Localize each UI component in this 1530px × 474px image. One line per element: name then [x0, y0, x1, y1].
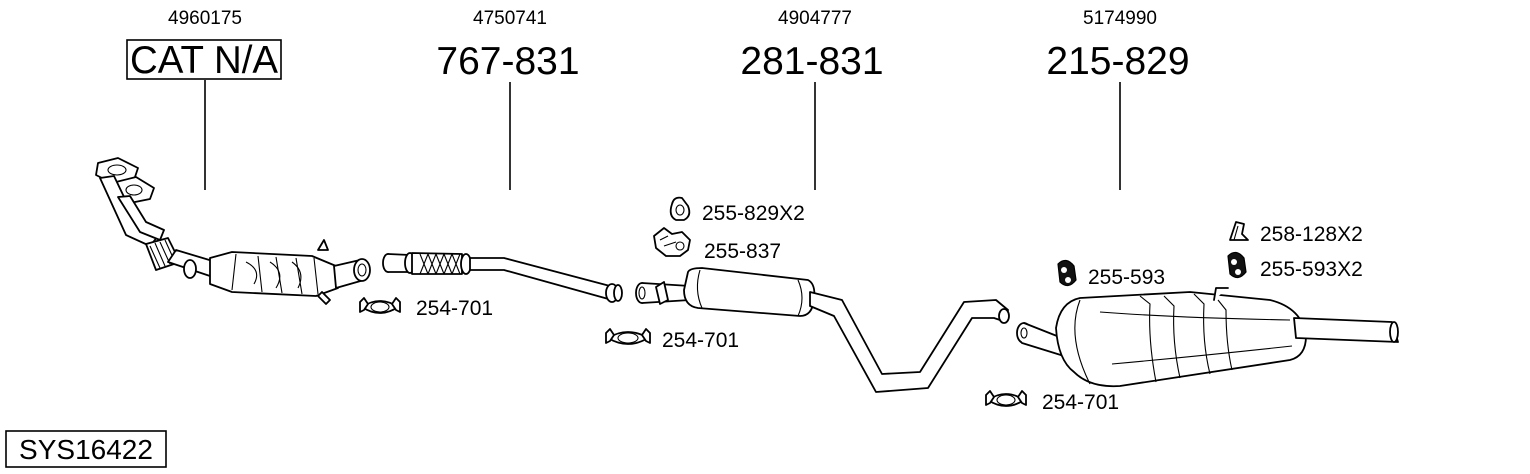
front-pipe-drawing: [382, 252, 623, 303]
center-silencer-drawing: [635, 267, 1010, 393]
accessory-label: 258-128X2: [1260, 223, 1363, 246]
section-catalytic-converter[interactable]: 4960175 CAT N/A: [126, 8, 282, 190]
rubber-hanger-icon: [669, 196, 691, 221]
part-number: CAT N/A: [130, 39, 278, 82]
accessory-label: 255-593: [1088, 266, 1165, 289]
oem-number: 5174990: [1083, 8, 1157, 29]
clamp-icon: [985, 390, 1027, 407]
accessory-label: 254-701: [416, 297, 493, 320]
section-rear-silencer[interactable]: 5174990 215-829: [1046, 8, 1190, 190]
part-number: 281-831: [740, 40, 883, 83]
oem-number: 4960175: [168, 8, 242, 29]
accessory-clamp-2[interactable]: 254-701: [605, 328, 739, 352]
accessory-metal-bracket[interactable]: 258-128X2: [1229, 221, 1363, 246]
section-front-pipe[interactable]: 4750741 767-831: [436, 8, 580, 190]
accessory-rubber-ring-hanger-2[interactable]: 255-593X2: [1227, 251, 1363, 281]
rubber-ring-hanger-icon: [1057, 259, 1077, 287]
section-center-silencer[interactable]: 4904777 281-831: [740, 8, 884, 190]
accessory-clamp-3[interactable]: 254-701: [985, 390, 1119, 414]
accessory-clamp-1[interactable]: 254-701: [359, 297, 493, 320]
rubber-ring-hanger-icon: [1227, 251, 1247, 279]
clamp-icon: [359, 297, 401, 314]
accessory-label: 255-593X2: [1260, 258, 1363, 281]
oem-number: 4750741: [473, 8, 547, 29]
accessory-mounting-bracket[interactable]: 255-837: [653, 227, 781, 263]
accessory-label: 255-829X2: [702, 202, 805, 225]
accessory-label: 254-701: [662, 329, 739, 352]
mounting-bracket-icon: [653, 227, 691, 257]
accessory-rubber-ring-hanger[interactable]: 255-593: [1057, 259, 1165, 289]
clamp-icon: [605, 328, 651, 345]
part-number: 767-831: [436, 40, 579, 83]
metal-bracket-icon: [1229, 221, 1249, 241]
rear-silencer-drawing: [1016, 287, 1399, 388]
catalytic-converter-drawing: [95, 157, 371, 305]
accessory-label: 255-837: [704, 240, 781, 263]
oem-number: 4904777: [778, 8, 852, 29]
accessory-rubber-hanger[interactable]: 255-829X2: [669, 196, 805, 225]
accessory-label: 254-701: [1042, 391, 1119, 414]
system-code-box: SYS16422: [5, 430, 167, 468]
system-code: SYS16422: [19, 434, 153, 465]
part-number-box: [126, 39, 282, 80]
part-number: 215-829: [1046, 40, 1189, 83]
